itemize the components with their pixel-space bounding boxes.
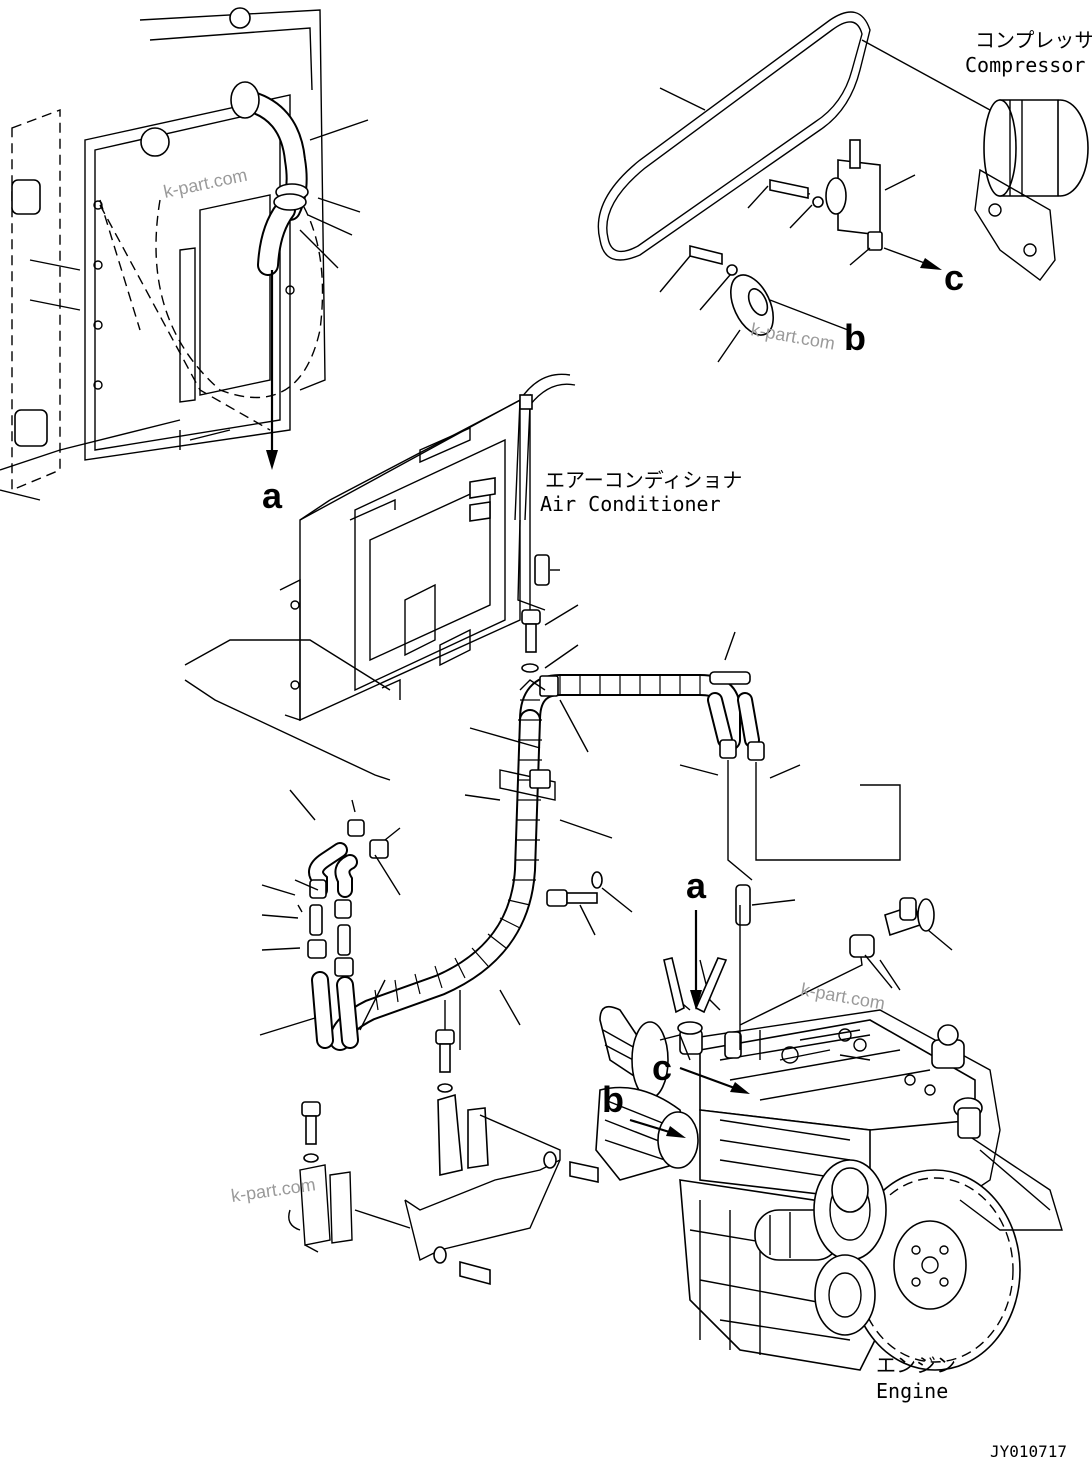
- bolt-washer-group-lower: [288, 871, 633, 1286]
- hose-clamp-group-left: [184, 639, 401, 977]
- ref-mark-b-engine: b: [602, 1079, 624, 1120]
- ref-mark-b-compressor: b: [844, 317, 866, 358]
- ref-mark-a-engine: a: [686, 865, 707, 906]
- air-conditioner-unit: エアーコンディショナ Air Conditioner: [279, 373, 742, 722]
- watermark-bracket: k-part.com: [230, 1174, 317, 1206]
- compressor-label-en: Compressor: [965, 53, 1085, 77]
- figure-code: JY010717: [990, 1442, 1067, 1461]
- watermark-engine: k-part.com: [799, 979, 886, 1013]
- compressor-belt-assembly: c b コンプレッサ Compressor: [597, 11, 1092, 363]
- watermark-radiator: k-part.com: [162, 165, 249, 202]
- air-conditioner-label-jp: エアーコンディショナ: [545, 468, 742, 492]
- bolt-washer-group-upper: [521, 604, 579, 673]
- engine-label-jp: エンジン: [876, 1353, 956, 1377]
- flywheel-icon: [849, 1169, 1021, 1371]
- air-conditioner-label-en: Air Conditioner: [540, 492, 721, 516]
- watermark-compressor: k-part.com: [749, 319, 836, 353]
- radiator-assembly: a: [0, 7, 369, 516]
- ref-mark-c-engine: c: [652, 1047, 672, 1088]
- engine-label-en: Engine: [876, 1379, 948, 1403]
- engine-assembly: a c b エンジン Engine: [595, 865, 1063, 1403]
- ref-mark-a-radiator: a: [262, 475, 283, 516]
- heater-hose-bundle: [259, 631, 760, 1051]
- hose-clamp-group-right: [679, 739, 901, 926]
- compressor-label-jp: コンプレッサ: [975, 28, 1092, 52]
- ref-mark-c-compressor: c: [944, 257, 964, 298]
- compressor-icon: [974, 99, 1089, 281]
